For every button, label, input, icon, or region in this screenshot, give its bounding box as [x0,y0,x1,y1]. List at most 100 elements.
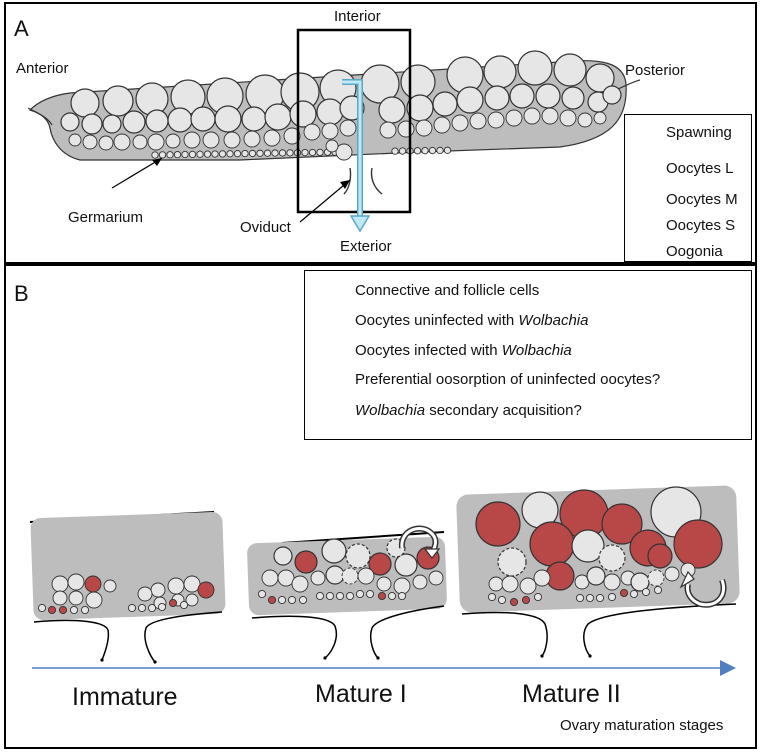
oocyte-cell [355,589,365,599]
oocyte-cell [529,521,575,567]
oocyte-cell [517,50,553,86]
oocyte-cell [81,113,103,135]
legend-spawning-label: Spawning [666,124,732,141]
oocyte-cell [165,133,181,149]
oocyte-cell [147,603,157,613]
oocyte-cell [593,111,607,125]
legend-oocytes-s-label: Oocytes S [666,217,736,234]
oocyte-cell [294,550,318,574]
oocyte-cell [497,595,507,605]
oocyte-cell [393,577,411,595]
oocyte-cell [553,53,587,87]
oocyte-cell [197,581,215,599]
oogonia-cell [173,150,182,159]
oocyte-cell [603,573,621,591]
oocyte-cell [325,591,335,601]
oocyte-cell [501,575,519,593]
oocyte-cell [137,603,147,613]
oogonia-cell [218,150,227,158]
oogonia-cell [301,148,309,157]
oocyte-cell [135,82,169,116]
posterior-label: Posterior [625,62,686,79]
oocyte-cell [321,122,339,140]
oocyte-cell [341,567,359,585]
oocyte-cell [432,91,458,117]
oocyte-cell [487,111,505,129]
oocyte-cell [488,576,504,592]
oocyte-cell [80,605,90,615]
oogonia-cell [166,151,174,159]
oocyte-cell [273,546,293,566]
oocyte-cell [629,589,639,599]
oocyte-cell [483,55,517,89]
oocyte-cell [415,119,433,137]
oocyte-cell [60,112,80,132]
oocyte-cell [223,131,241,149]
oocyte-cell [653,585,663,595]
legend-infected-label: Oocytes infected with Wolbachia [355,342,572,359]
oocyte-cell [241,106,267,132]
oocyte-cell [37,603,47,613]
oocyte-cell [122,110,146,134]
oocyte-cell [185,593,199,607]
oocyte-cell [673,519,723,569]
oocyte-cell [559,109,577,127]
oocyte-cell [69,605,79,615]
oocyte-cell [365,589,375,599]
oocyte-cell [113,133,131,151]
oocyte-cell [84,575,102,593]
oocyte-cell [561,86,585,110]
oocyte-cell [456,86,484,114]
oocyte-cell [316,98,344,126]
oocyte-cell [535,83,561,109]
oocyte-cell [607,592,617,602]
oocyte-cell [310,570,326,586]
oocyte-cell [523,107,541,125]
interior-label: Interior [334,8,381,25]
oocyte-cell [68,590,84,606]
oocyte-cell [179,600,189,610]
oocyte-cell [183,131,201,149]
oocyte-cell [487,592,497,602]
germarium-pointer [111,157,163,189]
legend-oosorption-label: Preferential oosorption of uninfected oo… [355,371,661,388]
oocyte-cell [469,112,487,130]
stage-label-mature-ii: Mature II [522,680,621,708]
oocyte-cell [190,106,216,132]
exterior-label: Exterior [340,238,392,255]
oocyte-cell [145,109,169,133]
stage-mature-i [247,525,447,660]
oocyte-cell [377,591,387,601]
oocyte-cell [376,576,392,592]
oocyte-cell [519,577,537,595]
oocyte-cell [303,123,321,141]
oocyte-cell [533,592,543,602]
oocyte-cell [183,575,201,593]
panel-b-letter: B [14,281,29,306]
oocyte-cell [601,503,643,545]
oocyte-cell [261,569,279,587]
oogonia-cell [271,149,279,157]
oocyte-cell [335,143,353,161]
oocyte-cell [577,112,593,128]
oocyte-cell [85,591,103,609]
oocyte-cell [368,552,392,576]
oogonia-cell [181,150,189,159]
oocyte-cell [150,582,166,598]
oocyte-cell [315,591,325,601]
oocyte-cell [147,133,165,151]
oogonia-cell [421,147,429,155]
oocyte-cell [509,83,535,109]
oocyte-cell [335,591,345,601]
oogonia-cell [436,146,444,155]
oocyte-cell [575,593,585,603]
oogonia-cell [241,149,249,158]
oocyte-cell [394,553,418,577]
oogonia-cell [391,147,399,155]
germarium-label: Germarium [68,209,144,226]
oogonia-cell [443,146,452,154]
oocyte-cell [505,109,523,127]
oocyte-cell [357,567,375,585]
oocyte-cell [585,593,595,603]
